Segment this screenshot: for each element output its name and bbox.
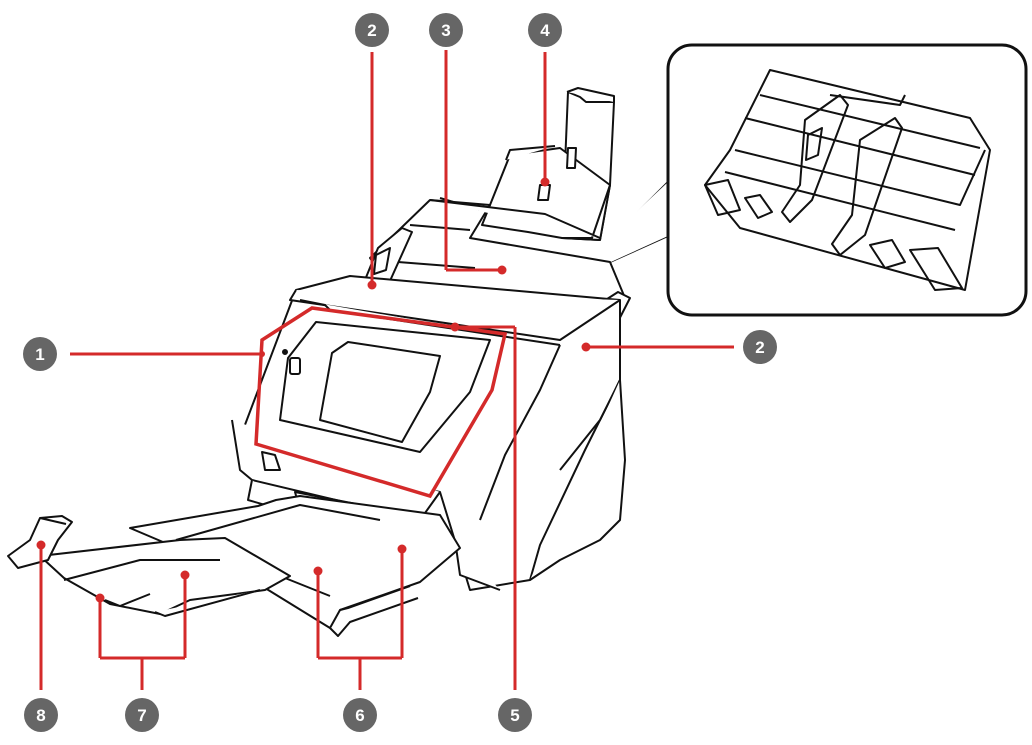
callout-badge-5: 5 (498, 698, 532, 732)
control-panel-highlight (254, 306, 508, 499)
control-panel (279, 321, 491, 453)
callout-number: 4 (540, 21, 550, 40)
scanner-illustration (7, 87, 631, 637)
callout-number: 8 (36, 706, 45, 725)
callout-number: 7 (137, 706, 146, 725)
callout-number: 2 (755, 338, 764, 357)
callout-badge-4: 4 (528, 13, 562, 47)
callout-badge-3: 3 (429, 13, 463, 47)
callout-number: 1 (35, 345, 44, 364)
callout-number: 6 (355, 706, 364, 725)
callout-badge-6: 6 (343, 698, 377, 732)
callout-leaders (39, 50, 734, 690)
inset-input-tray-closeup (556, 43, 1028, 317)
callout-badge-1: 1 (23, 337, 57, 371)
touch-screen (319, 341, 441, 443)
callout-badge-2-right: 2 (743, 330, 777, 364)
callout-number: 2 (367, 21, 376, 40)
callout-number: 3 (441, 21, 450, 40)
callout-badge-8: 8 (24, 698, 58, 732)
callout-badge-7: 7 (125, 698, 159, 732)
callout-badge-2-left: 2 (355, 13, 389, 47)
callout-number: 5 (510, 706, 519, 725)
leader-dots (36, 177, 591, 603)
